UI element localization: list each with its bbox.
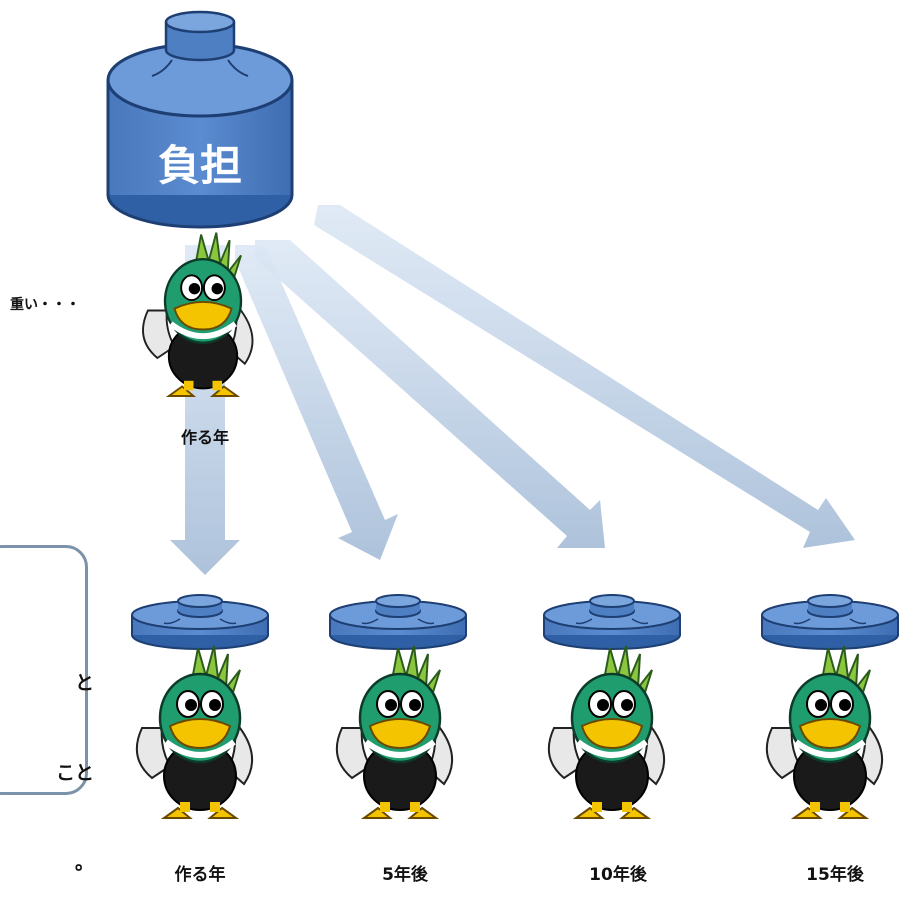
- mascot-icon-year-0: [137, 646, 252, 818]
- lid-icon-year-5: [329, 594, 467, 650]
- burden-label: 負担: [158, 141, 242, 190]
- caption-line: と: [74, 672, 94, 694]
- year-label: 5年後: [382, 865, 428, 885]
- caption-line: こと: [55, 762, 94, 784]
- year-label: 15年後: [806, 865, 864, 885]
- top-mascot-label: 作る年: [180, 428, 229, 447]
- caption-box: [0, 545, 88, 795]
- lid-icon-year-15: [761, 594, 899, 650]
- caption-text: と こと 。: [0, 608, 94, 908]
- mascot-icon-year-10: [549, 646, 664, 818]
- mascot-icon-year-5: [337, 646, 452, 818]
- arrow-to-year-5: [235, 245, 398, 560]
- year-label: 10年後: [589, 865, 647, 885]
- year-label: 作る年: [174, 865, 226, 885]
- diagram-canvas: 負担: [106, 10, 899, 883]
- lid-icon-year-10: [543, 594, 681, 650]
- caption-line: 。: [74, 852, 94, 874]
- burden-arrows: [170, 205, 855, 575]
- mascot-icon-year-15: [767, 646, 882, 818]
- arrow-to-year-10: [255, 240, 605, 548]
- arrow-to-year-15: [314, 205, 855, 548]
- speech-text: 重い・・・: [10, 297, 80, 313]
- lid-icon-year-0: [131, 594, 269, 650]
- burden-jar-icon: 負担: [106, 10, 294, 229]
